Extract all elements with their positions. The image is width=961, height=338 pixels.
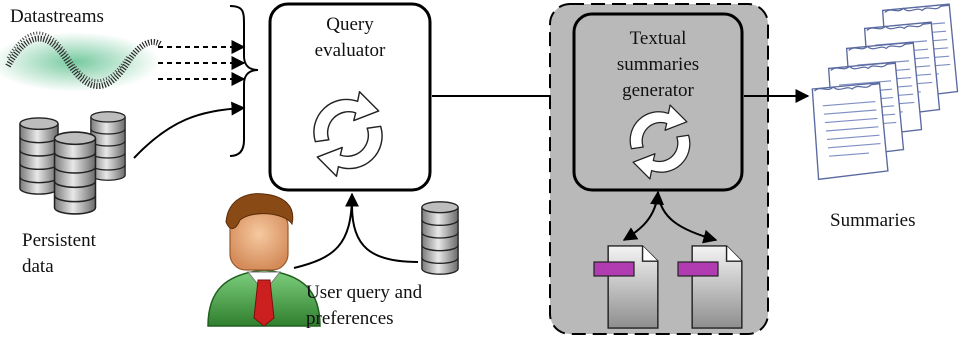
template-arrows [622, 190, 718, 244]
persistent-data-label: data [22, 256, 54, 277]
query-evaluator-label: evaluator [315, 40, 386, 61]
user-query-label: preferences [306, 308, 394, 329]
wave-icon [0, 31, 162, 92]
user-query-label: User query and [306, 282, 423, 303]
document-icon [677, 245, 743, 329]
textual-generator-label: generator [622, 80, 694, 101]
persistent-data-label: Persistent [22, 230, 97, 251]
query-evaluator-label: Query [326, 14, 374, 35]
datastreams-label: Datastreams [10, 6, 104, 27]
summary-page-icon [811, 3, 959, 181]
user-query-arrows [293, 192, 419, 269]
database-icon [53, 131, 97, 215]
user-icon [207, 193, 321, 327]
summaries-label: Summaries [830, 210, 916, 231]
stream-arrows [158, 40, 246, 86]
document-icon [593, 245, 659, 329]
query-evaluator-box [268, 2, 432, 192]
textual-generator-label: Textual [630, 28, 687, 49]
textual-generator-label: summaries [617, 54, 699, 75]
database-icon [19, 117, 59, 195]
database-icon [421, 201, 459, 275]
input-brace [229, 5, 259, 157]
textual-generator-box [572, 12, 744, 192]
db-arrow [133, 101, 246, 159]
